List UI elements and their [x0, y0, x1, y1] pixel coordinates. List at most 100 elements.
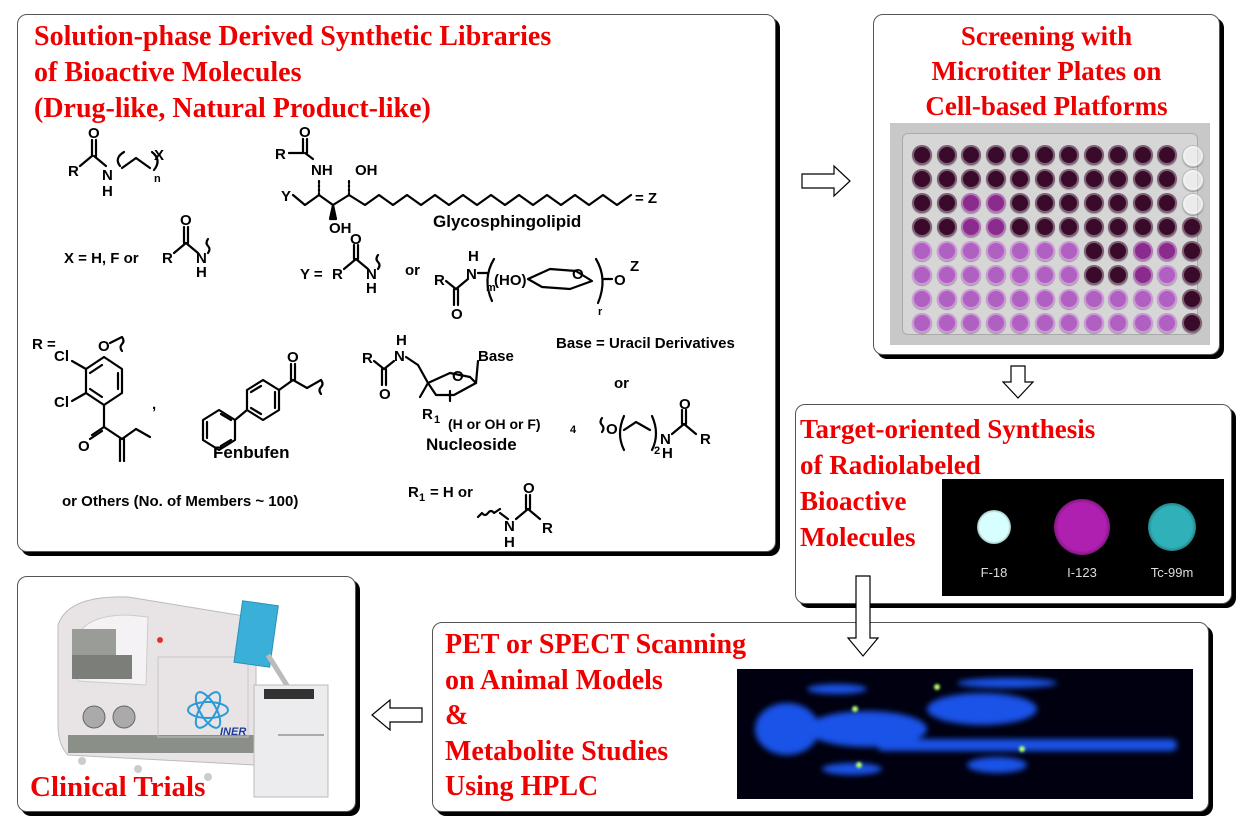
indicator-light [157, 637, 163, 643]
atom-o-keto: O [78, 438, 90, 455]
plate-well [961, 169, 981, 189]
atom-h: H [662, 445, 673, 462]
plate-well [985, 265, 1006, 285]
plate-well [936, 265, 957, 285]
isotope-sphere [977, 510, 1011, 544]
plate-well [1010, 145, 1030, 165]
plate-well [1034, 217, 1055, 237]
pet-limb [822, 763, 882, 775]
atom-o: O [523, 480, 535, 497]
plate-well [1010, 289, 1030, 309]
y-definition-prefix: Y = [300, 266, 323, 283]
x-definition: X = H, F or R O N H [64, 212, 211, 281]
subscript-m: m [486, 282, 496, 294]
library-title-line-1: Solution-phase Derived Synthetic Librari… [34, 21, 552, 52]
ring-oxygen: O [572, 266, 584, 283]
isotope-label: F-18 [980, 565, 1008, 580]
subscript-1: 1 [434, 414, 440, 426]
plate-well [1132, 193, 1153, 213]
screening-title-line-3: Cell-based Platforms [925, 91, 1168, 121]
plate-well [1181, 265, 1202, 285]
plate-well [936, 217, 957, 237]
nucleoside-label: Nucleoside [426, 435, 517, 454]
library-title-line-2: of Bioactive Molecules [34, 57, 302, 88]
library-box: Solution-phase Derived Synthetic Librari… [17, 14, 776, 552]
scanner-knob [82, 705, 106, 729]
atom-r: R [542, 520, 553, 537]
plate-well [1108, 193, 1128, 213]
arrow-down-icon [1002, 365, 1035, 399]
plate-well [1083, 217, 1104, 237]
imaging-title-line-5: Using HPLC [445, 771, 599, 802]
isotope-sphere [1054, 499, 1110, 555]
pet-spine [877, 739, 1177, 751]
plate-well [1132, 313, 1153, 333]
plate-well [912, 241, 932, 261]
atom-o: O [614, 272, 626, 289]
atom-o: O [287, 349, 299, 366]
atom-nh: NH [311, 162, 333, 179]
r1-definition-structure: R 1 = H or N H O R [408, 480, 553, 551]
pet-thorax [807, 711, 927, 747]
plate-well [961, 193, 981, 213]
monitor-screen [233, 600, 279, 668]
atom-oh-top: OH [355, 162, 378, 179]
plate-well [985, 217, 1006, 237]
radiolabel-title-line-4: Molecules [800, 522, 916, 552]
radiolabel-title-line-3: Bioactive [800, 486, 907, 516]
library-title-line-3: (Drug-like, Natural Product-like) [34, 93, 431, 124]
logo-text: INER [220, 726, 246, 738]
pet-hotspot [934, 684, 940, 690]
screening-box: Screening with Microtiter Plates on Cell… [873, 14, 1220, 355]
console-cabinet [253, 684, 329, 798]
base-alt-structure: O 2 N H O R [599, 396, 711, 462]
atom-x: X [154, 147, 164, 164]
atom-n: N [394, 348, 405, 365]
atom-o: O [606, 421, 618, 438]
clinical-box: INER Clinical Trials [17, 576, 356, 812]
plate-well [1059, 145, 1079, 165]
subscript-r: r [598, 306, 603, 318]
plate-well [961, 265, 981, 285]
plate-well [985, 289, 1006, 309]
subscript-n: n [154, 173, 161, 185]
plate-well [1059, 241, 1079, 261]
radiolabel-title: Target-oriented Synthesis of Radiolabele… [800, 411, 1095, 555]
plate-well [1157, 313, 1177, 333]
imaging-title-line-1: PET or SPECT Scanning [445, 629, 747, 660]
atom-h: H [396, 332, 407, 349]
wavy-bond-icon [205, 237, 211, 255]
plate-well [1083, 313, 1104, 333]
atom-cl-2: Cl [54, 394, 69, 411]
plate-well [1083, 289, 1104, 309]
screening-title-line-1: Screening with [960, 21, 1133, 51]
base-definition-label: Base = Uracil Derivatives [556, 335, 735, 352]
atom-o: O [350, 231, 362, 248]
pet-limb [957, 678, 1057, 688]
glycosphingolipid-structure: R O NH OH Y OH = Z [275, 124, 657, 237]
imaging-title: PET or SPECT Scanning on Animal Models &… [445, 627, 746, 805]
plate-well [936, 193, 957, 213]
plate-well [1157, 217, 1177, 237]
atom-o: O [180, 212, 192, 229]
imaging-title-line-2: on Animal Models [445, 664, 663, 696]
r-definition-structure: R = O Cl Cl O , [32, 335, 156, 463]
ring-oxygen: O [452, 368, 464, 385]
plate-well [961, 217, 981, 237]
pet-hotspot [852, 706, 858, 712]
plate-well [1157, 169, 1177, 189]
wavy-bond-icon [375, 253, 381, 271]
plate-well [1181, 217, 1202, 237]
atom-n: N [102, 167, 113, 184]
isotope-sphere [1148, 503, 1196, 551]
plate-well [1059, 313, 1079, 333]
pet-organ [927, 693, 1037, 725]
plate-well [1108, 313, 1128, 333]
plate-well [1108, 289, 1128, 309]
comma: , [152, 396, 156, 413]
arrow-right-icon [801, 164, 851, 198]
subscript-4: 4 [570, 424, 577, 436]
plate-well [912, 313, 932, 333]
plate-well [1108, 265, 1128, 285]
plate-well [1108, 169, 1128, 189]
